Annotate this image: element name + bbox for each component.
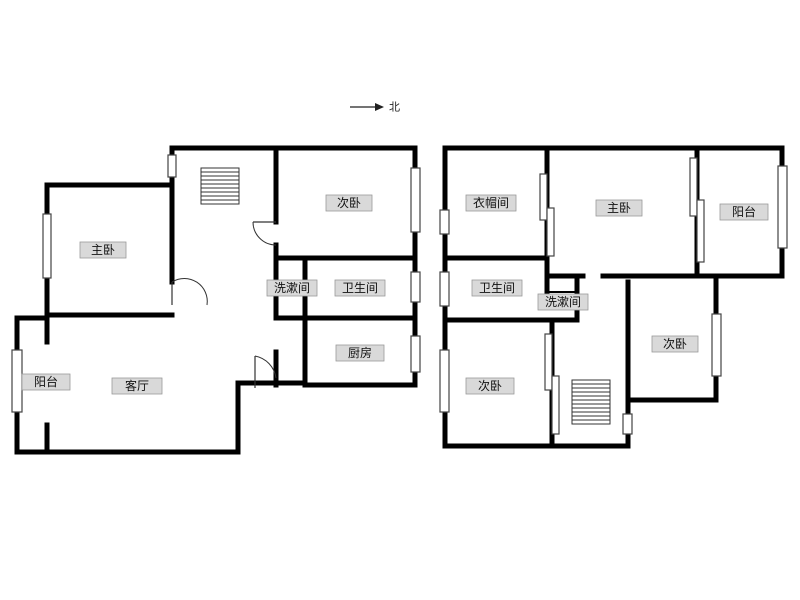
room-label-living-room: 客厅	[111, 377, 163, 395]
north-label: 北	[389, 101, 400, 114]
room-label-bathroom: 卫生间	[334, 279, 386, 297]
left-outer-wall	[14, 145, 418, 455]
svg-text:阳台: 阳台	[732, 204, 756, 219]
right-floor-plan: 衣帽间 主卧 阳台 卫生间 洗漱间 次卧 次卧	[439, 145, 788, 449]
staircase	[200, 167, 240, 205]
window	[167, 154, 177, 178]
room-label-second-bedroom-east: 次卧	[651, 335, 699, 353]
north-arrow: 北	[350, 101, 400, 114]
room-label-second-bedroom: 次卧	[325, 194, 373, 212]
svg-text:洗漱间: 洗漱间	[545, 295, 581, 309]
sliding-door	[539, 173, 548, 221]
window	[42, 213, 52, 279]
svg-text:主卧: 主卧	[607, 201, 631, 215]
room-label-balcony: 阳台	[719, 203, 769, 221]
room-label-washroom: 洗漱间	[537, 293, 589, 311]
svg-text:主卧: 主卧	[91, 243, 115, 257]
left-floor-plan: 主卧 次卧 洗漱间 卫生间 厨房 阳台 客厅	[11, 145, 421, 455]
door	[254, 355, 277, 388]
right-outer-wall	[442, 145, 785, 449]
door	[252, 221, 277, 246]
staircase	[571, 379, 611, 425]
svg-text:次卧: 次卧	[478, 379, 502, 393]
sliding-door	[546, 207, 555, 257]
svg-text:厨房: 厨房	[348, 345, 372, 360]
svg-text:卫生间: 卫生间	[342, 281, 378, 295]
room-label-second-bedroom-west: 次卧	[465, 377, 515, 395]
svg-text:阳台: 阳台	[34, 374, 58, 389]
window	[410, 167, 421, 233]
svg-text:次卧: 次卧	[337, 196, 361, 210]
window	[439, 349, 450, 413]
svg-text:卫生间: 卫生间	[479, 281, 515, 295]
window	[711, 313, 722, 377]
room-label-cloakroom: 衣帽间	[465, 194, 517, 212]
sliding-door	[696, 199, 705, 263]
svg-text:次卧: 次卧	[663, 337, 687, 351]
svg-text:客厅: 客厅	[125, 378, 149, 393]
room-label-master-bedroom: 主卧	[595, 199, 643, 217]
window	[777, 165, 788, 249]
window	[439, 209, 450, 235]
sliding-door	[544, 333, 553, 391]
window	[439, 271, 450, 307]
room-label-balcony: 阳台	[21, 373, 71, 391]
room-label-master-bedroom: 主卧	[79, 241, 127, 259]
window	[410, 335, 421, 373]
window	[11, 349, 23, 413]
room-label-bathroom: 卫生间	[471, 279, 523, 297]
window	[622, 413, 633, 435]
room-label-washroom: 洗漱间	[266, 279, 318, 297]
svg-text:衣帽间: 衣帽间	[473, 195, 509, 210]
sliding-door	[551, 375, 560, 435]
svg-text:洗漱间: 洗漱间	[274, 281, 310, 295]
room-label-kitchen: 厨房	[335, 344, 385, 362]
door	[171, 278, 208, 306]
sliding-door	[689, 157, 698, 217]
window	[410, 271, 421, 303]
